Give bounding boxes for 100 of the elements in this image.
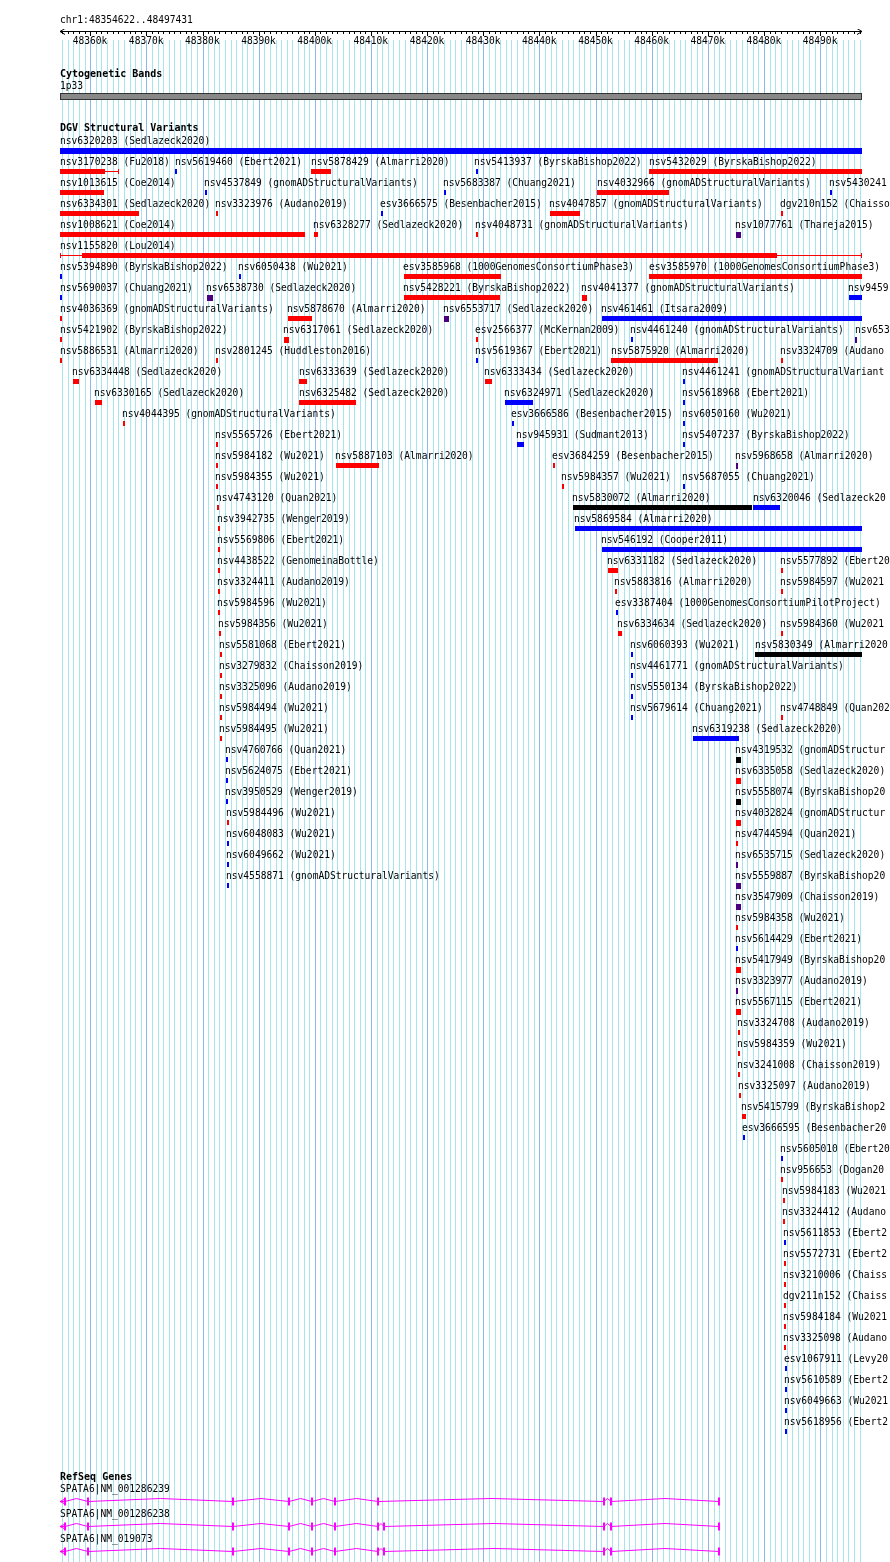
tick-label: 48490k bbox=[802, 35, 838, 46]
variant-label: nsv5878670 (Almarri2020) bbox=[287, 303, 426, 314]
variant-label: nsv5413937 (ByrskaBishop2022) bbox=[474, 156, 642, 167]
tick-label: 48460k bbox=[634, 35, 669, 46]
variant-label: nsv546192 (Cooper2011) bbox=[601, 534, 729, 545]
variant-label: esv3666575 (Besenbacher2015) bbox=[380, 198, 542, 209]
variant-label: nsv1155820 (Lou2014) bbox=[60, 240, 176, 251]
variant-label: nsv5984182 (Wu2021) bbox=[215, 450, 325, 461]
variant-label: nsv5569806 (Ebert2021) bbox=[217, 534, 345, 545]
variant-label: nsv3547909 (Chaisson2019) bbox=[735, 891, 880, 902]
variant-label: nsv6050438 (Wu2021) bbox=[238, 261, 348, 272]
coordinate-label: chr1:48354622..48497431 bbox=[60, 14, 193, 25]
variant-label: nsv6335058 (Sedlazeck2020) bbox=[735, 765, 886, 776]
variant-label: nsv945931 (Sudmant2013) bbox=[516, 429, 649, 440]
variant-label: nsv5605010 (Ebert20 bbox=[780, 1143, 890, 1154]
variant-label: nsv3325098 (Audano bbox=[783, 1332, 887, 1343]
variant-label: nsv5687055 (Chuang2021) bbox=[682, 471, 815, 482]
variant-label: nsv3210006 (Chaiss bbox=[783, 1269, 887, 1280]
variant-label: nsv5432029 (ByrskaBishop2022) bbox=[649, 156, 817, 167]
tick-label: 48410k bbox=[353, 35, 389, 46]
variant-label: nsv5984596 (Wu2021) bbox=[217, 597, 327, 608]
variant-label: nsv4044395 (gnomADStructuralVariants) bbox=[122, 408, 336, 419]
variant-label: nsv5417949 (ByrskaBishop20 bbox=[735, 954, 886, 965]
variant-label: nsv5830349 (Almarri2020 bbox=[755, 639, 888, 650]
variant-label: nsv4438522 (GenomeinaBottle) bbox=[217, 555, 379, 566]
variant-label: nsv3323977 (Audano2019) bbox=[735, 975, 868, 986]
variant-label: nsv5394890 (ByrskaBishop2022) bbox=[60, 261, 228, 272]
variant-label: nsv3170238 (Fu2018) bbox=[60, 156, 170, 167]
tick-label: 48400k bbox=[297, 35, 332, 46]
variant-label: nsv3325096 (Audano2019) bbox=[219, 681, 352, 692]
track-title: Cytogenetic Bands bbox=[60, 68, 163, 79]
variant-label: nsv6553717 (Sedlazeck2020) bbox=[443, 303, 594, 314]
variant-label: esv3387404 (1000GenomesConsortiumPilotProject) bbox=[615, 597, 881, 608]
variant-label: nsv6324971 (Sedlazeck2020) bbox=[504, 387, 655, 398]
variant-label: nsv5886531 (Almarri2020) bbox=[60, 345, 199, 356]
variant-label: nsv5618968 (Ebert2021) bbox=[682, 387, 810, 398]
variant-label: nsv5572731 (Ebert2 bbox=[783, 1248, 887, 1259]
variant-label: esv3684259 (Besenbacher2015) bbox=[552, 450, 714, 461]
variant-label: nsv3324412 (Audano bbox=[782, 1206, 886, 1217]
variant-label: nsv5567115 (Ebert2021) bbox=[735, 996, 863, 1007]
tick-label: 48430k bbox=[465, 35, 501, 46]
variant-label: nsv4461771 (gnomADStructuralVariants) bbox=[630, 660, 844, 671]
variant-label: nsv5984184 (Wu2021 bbox=[783, 1311, 887, 1322]
variant-label: nsv653 bbox=[855, 324, 890, 335]
variant-label: esv3585970 (1000GenomesConsortiumPhase3) bbox=[649, 261, 881, 272]
tick-label: 48420k bbox=[409, 35, 445, 46]
variant-label: nsv5550134 (ByrskaBishop2022) bbox=[630, 681, 798, 692]
variant-label: nsv5581068 (Ebert2021) bbox=[219, 639, 347, 650]
variant-label: nsv4744594 (Quan2021) bbox=[735, 828, 857, 839]
variant-label: nsv4319532 (gnomADStructur bbox=[735, 744, 886, 755]
variant-label: nsv5984183 (Wu2021 bbox=[782, 1185, 886, 1196]
variant-label: nsv5618956 (Ebert2 bbox=[784, 1416, 888, 1427]
variant-label: nsv5614429 (Ebert2021) bbox=[735, 933, 863, 944]
variant-label: nsv6330165 (Sedlazeck2020) bbox=[94, 387, 245, 398]
variant-label: nsv1013615 (Coe2014) bbox=[60, 177, 176, 188]
variant-label: nsv6538730 (Sedlazeck2020) bbox=[206, 282, 357, 293]
variant-label: esv3666586 (Besenbacher2015) bbox=[511, 408, 673, 419]
variant-label: nsv5683387 (Chuang2021) bbox=[443, 177, 576, 188]
tick-label: 48470k bbox=[690, 35, 726, 46]
variant-label: nsv5984597 (Wu2021 bbox=[780, 576, 884, 587]
variant-label: nsv5610589 (Ebert2 bbox=[784, 1374, 888, 1385]
variant-label: nsv5984357 (Wu2021) bbox=[561, 471, 671, 482]
variant-label: nsv6319238 (Sedlazeck2020) bbox=[692, 723, 843, 734]
variant-label: nsv4036369 (gnomADStructuralVariants) bbox=[60, 303, 274, 314]
variant-label: nsv6049663 (Wu2021 bbox=[784, 1395, 888, 1406]
variant-label: nsv5407237 (ByrskaBishop2022) bbox=[682, 429, 850, 440]
variant-label: nsv5984359 (Wu2021) bbox=[737, 1038, 847, 1049]
variant-label: nsv6333639 (Sedlazeck2020) bbox=[299, 366, 450, 377]
variant-label: nsv6334634 (Sedlazeck2020) bbox=[617, 618, 768, 629]
variant-label: nsv6535715 (Sedlazeck2020) bbox=[735, 849, 886, 860]
variant-label: nsv5428221 (ByrskaBishop2022) bbox=[403, 282, 571, 293]
variant-label: nsv5619367 (Ebert2021) bbox=[475, 345, 603, 356]
variant-label: nsv3942735 (Wenger2019) bbox=[217, 513, 350, 524]
variant-label: nsv956653 (Dogan20 bbox=[780, 1164, 884, 1175]
variant-label: nsv6317061 (Sedlazeck2020) bbox=[283, 324, 434, 335]
variant-label: nsv6325482 (Sedlazeck2020) bbox=[299, 387, 450, 398]
variant-label: nsv9459 bbox=[848, 282, 889, 293]
tick-label: 48370k bbox=[128, 35, 164, 46]
variant-label: nsv4558871 (gnomADStructuralVariants) bbox=[226, 870, 440, 881]
variant-label: nsv2801245 (Huddleston2016) bbox=[215, 345, 371, 356]
variant-label: nsv5878429 (Almarri2020) bbox=[311, 156, 450, 167]
variant-label: nsv6048083 (Wu2021) bbox=[226, 828, 336, 839]
transcript-label: SPATA6|NM_019073 bbox=[60, 1533, 153, 1544]
tick-label: 48360k bbox=[72, 35, 108, 46]
variant-label: nsv5984494 (Wu2021) bbox=[219, 702, 329, 713]
variant-label: nsv6328277 (Sedlazeck2020) bbox=[313, 219, 464, 230]
band-label: 1p33 bbox=[60, 80, 84, 91]
variant-label: nsv3324411 (Audano2019) bbox=[217, 576, 350, 587]
variant-label: nsv5984496 (Wu2021) bbox=[226, 807, 336, 818]
variant-label: nsv5984358 (Wu2021) bbox=[735, 912, 845, 923]
variant-label: nsv6334448 (Sedlazeck2020) bbox=[72, 366, 223, 377]
variant-label: nsv5559887 (ByrskaBishop20 bbox=[735, 870, 886, 881]
variant-label: nsv5558074 (ByrskaBishop20 bbox=[735, 786, 886, 797]
variant-label: nsv5984495 (Wu2021) bbox=[219, 723, 329, 734]
variant-label: dgv210n152 (Chaisso bbox=[780, 198, 890, 209]
variant-label: nsv4461240 (gnomADStructuralVariants) bbox=[630, 324, 844, 335]
variant-label: nsv6060393 (Wu2021) bbox=[630, 639, 740, 650]
variant-label: nsv6049662 (Wu2021) bbox=[226, 849, 336, 860]
variant-label: nsv5984355 (Wu2021) bbox=[215, 471, 325, 482]
track-title: RefSeq Genes bbox=[60, 1471, 133, 1482]
